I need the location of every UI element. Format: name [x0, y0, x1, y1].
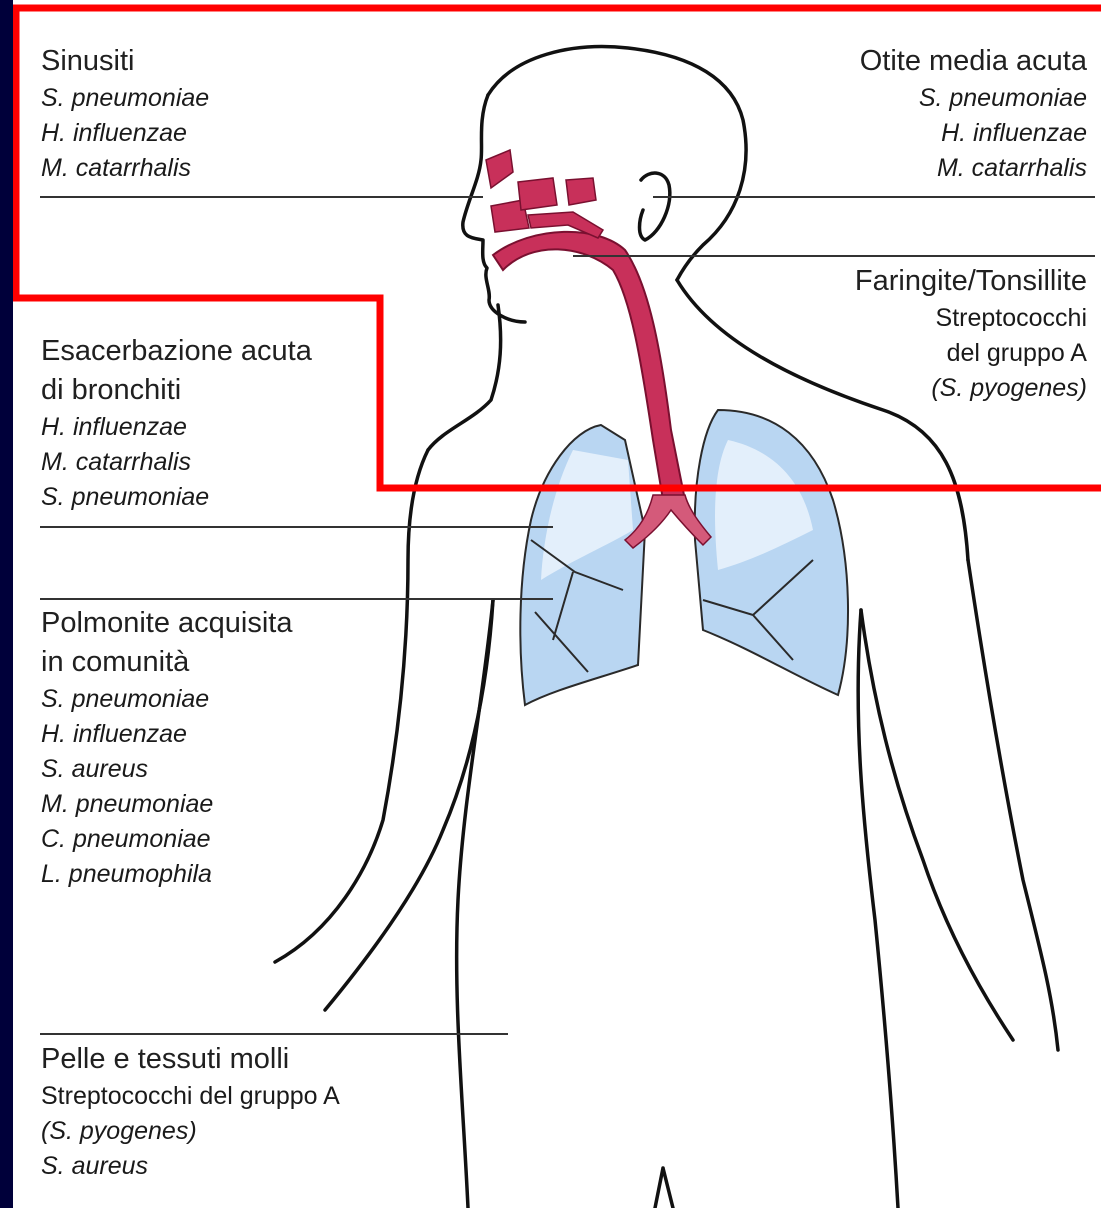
sinusiti-organism: S. pneumoniae	[41, 81, 209, 116]
lungs	[520, 410, 848, 705]
sinusiti-organism: H. influenzae	[41, 116, 209, 151]
neck-outline-front	[428, 305, 501, 450]
polmonite-organism: S. pneumoniae	[41, 682, 292, 717]
faringite-organism: (S. pyogenes)	[855, 371, 1087, 406]
polmonite-title-line: in comunità	[41, 643, 292, 682]
polmonite-organism: M. pneumoniae	[41, 787, 292, 822]
arm-left-outer	[968, 560, 1058, 1050]
polmonite-organism: H. influenzae	[41, 717, 292, 752]
sinusiti-title: Sinusiti	[41, 42, 209, 81]
faringite-line: Streptococchi	[855, 301, 1087, 336]
polmonite-organism: S. aureus	[41, 752, 292, 787]
label-polmonite: Polmonite acquisita in comunità S. pneum…	[41, 604, 292, 892]
label-pelle: Pelle e tessuti molli Streptococchi del …	[41, 1040, 340, 1184]
pelle-title: Pelle e tessuti molli	[41, 1040, 340, 1079]
bronchiti-organism: H. influenzae	[41, 410, 312, 445]
diagram-panel: Sinusiti S. pneumoniae H. influenzae M. …	[13, 0, 1101, 1208]
bronchiti-title-line: Esacerbazione acuta	[41, 332, 312, 371]
polmonite-organism: C. pneumoniae	[41, 822, 292, 857]
bronchiti-organism: M. catarrhalis	[41, 445, 312, 480]
otite-title: Otite media acuta	[860, 42, 1087, 81]
label-faringite: Faringite/Tonsillite Streptococchi del g…	[855, 262, 1087, 406]
faringite-title: Faringite/Tonsillite	[855, 262, 1087, 301]
ethmoid-sinus	[518, 178, 557, 210]
otite-organism: H. influenzae	[860, 116, 1087, 151]
label-otite: Otite media acuta S. pneumoniae H. influ…	[860, 42, 1087, 186]
frontal-sinus	[486, 150, 513, 188]
faringite-line: del gruppo A	[855, 336, 1087, 371]
otite-organism: S. pneumoniae	[860, 81, 1087, 116]
pelle-organism: S. aureus	[41, 1149, 340, 1184]
torso-right	[457, 600, 493, 1208]
polmonite-organism: L. pneumophila	[41, 857, 292, 892]
otite-organism: M. catarrhalis	[860, 151, 1087, 186]
pelle-line: Streptococchi del gruppo A	[41, 1079, 340, 1114]
ear-outline	[640, 173, 670, 240]
navel-line	[655, 1168, 673, 1208]
bronchiti-title-line: di bronchiti	[41, 371, 312, 410]
bronchiti-organism: S. pneumoniae	[41, 480, 312, 515]
polmonite-title-line: Polmonite acquisita	[41, 604, 292, 643]
pelle-organism: (S. pyogenes)	[41, 1114, 340, 1149]
sinusiti-organism: M. catarrhalis	[41, 151, 209, 186]
label-bronchiti: Esacerbazione acuta di bronchiti H. infl…	[41, 332, 312, 515]
arm-left-inner	[861, 610, 1013, 1040]
label-sinusiti: Sinusiti S. pneumoniae H. influenzae M. …	[41, 42, 209, 186]
sphenoid-sinus	[566, 178, 596, 205]
